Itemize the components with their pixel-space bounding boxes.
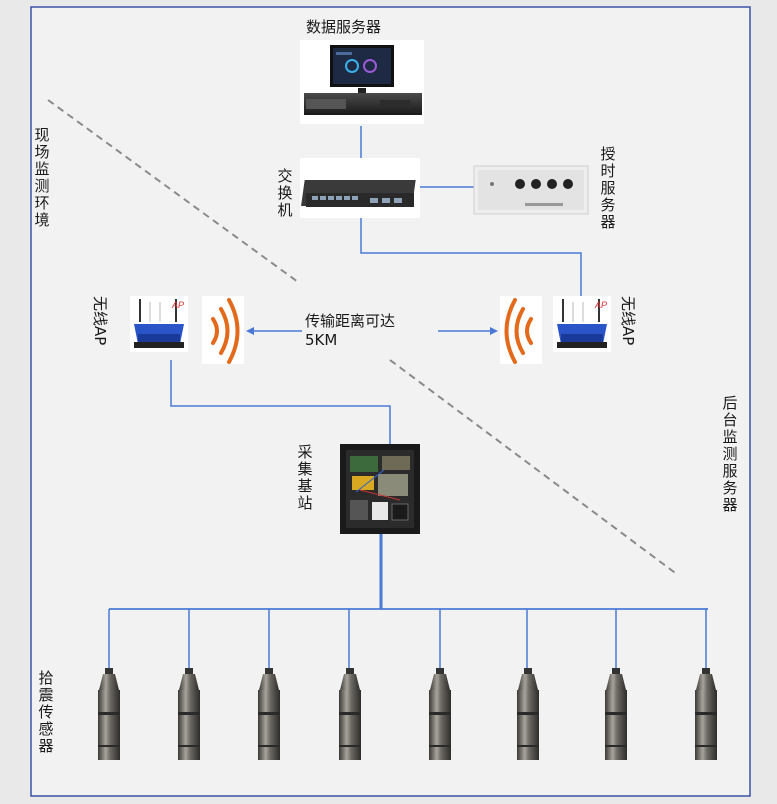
switch-icon xyxy=(300,158,420,218)
diagram-frame xyxy=(30,6,751,797)
sensor-array xyxy=(98,668,717,760)
sensors-label: 拾震传感器 xyxy=(38,669,54,755)
sensor-6-icon xyxy=(517,668,539,760)
sensor-3-icon xyxy=(258,668,280,760)
line-switch-ap-right xyxy=(360,218,582,298)
sensor-2-icon xyxy=(178,668,200,760)
sensor-4-icon xyxy=(339,668,361,760)
line-ap-left-station xyxy=(170,360,391,444)
sensor-bus xyxy=(108,534,708,672)
base-station-label: 采集基站 xyxy=(297,443,313,512)
sensor-1-icon xyxy=(98,668,120,760)
distance-text-line1: 传输距离可达 xyxy=(305,312,396,330)
ap-badge-left: AP xyxy=(171,300,184,310)
radio-wave-left-icon xyxy=(202,296,244,364)
distance-text-line2: 5KM xyxy=(305,331,338,350)
timing-server-label: 授时服务器 xyxy=(600,145,616,231)
data-server-icon xyxy=(300,40,424,124)
wireless-ap-right-icon: AP xyxy=(553,296,611,352)
switch-label: 交换机 xyxy=(277,167,293,219)
wireless-ap-left-label: 无线AP xyxy=(91,296,109,346)
field-environment-label: 现场监测环境 xyxy=(34,126,50,229)
wireless-ap-right-label: 无线AP xyxy=(619,296,637,346)
connection-lines xyxy=(170,126,582,444)
distance-arrows xyxy=(246,327,498,335)
sensor-8-icon xyxy=(695,668,717,760)
timing-server-icon xyxy=(473,165,589,215)
ap-badge-right: AP xyxy=(594,300,607,310)
radio-wave-right-icon xyxy=(500,296,542,364)
wireless-ap-left-icon: AP xyxy=(130,296,188,352)
base-station-icon xyxy=(340,444,420,534)
divider-dashed-upper xyxy=(47,99,299,283)
distance-label: 传输距离可达 5KM xyxy=(305,312,396,350)
data-server-label: 数据服务器 xyxy=(306,18,382,36)
sensor-7-icon xyxy=(605,668,627,760)
sensor-5-icon xyxy=(429,668,451,760)
backend-server-label: 后台监测服务器 xyxy=(722,394,738,514)
